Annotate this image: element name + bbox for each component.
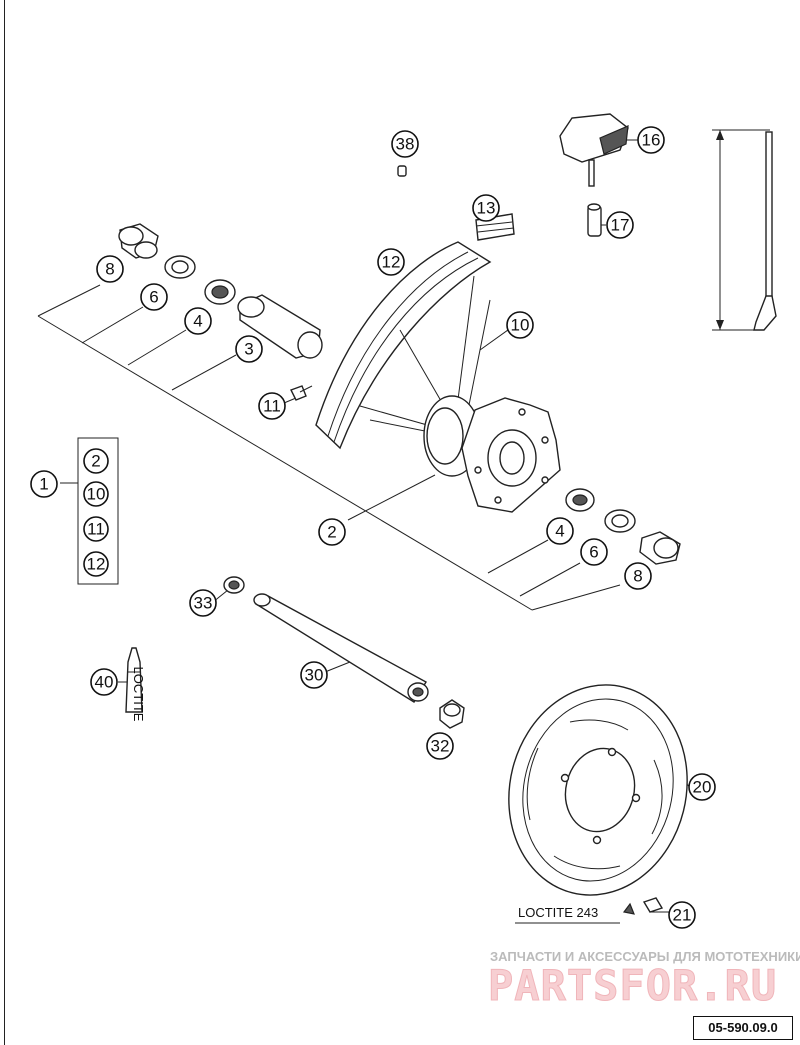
callout-6-left: 6: [140, 283, 168, 311]
loctite-bottle-text: LOCTITE: [131, 667, 146, 722]
watermark-subtitle: ЗАПЧАСТИ И АКСЕССУАРЫ ДЛЯ МОТОТЕХНИКИ: [490, 949, 800, 964]
svg-text:8: 8: [633, 567, 642, 586]
callout-11-kit: 11: [83, 516, 109, 542]
callout-40: 40: [90, 668, 118, 696]
brake-disc: [508, 684, 688, 896]
svg-text:21: 21: [673, 906, 692, 925]
svg-text:4: 4: [193, 312, 202, 331]
callout-21: 21: [668, 901, 696, 929]
svg-text:17: 17: [611, 216, 630, 235]
callout-32: 32: [426, 732, 454, 760]
loctite-bottle: [125, 647, 143, 713]
watermark-brand: PARTSFOR.RU: [488, 961, 777, 1010]
svg-text:10: 10: [87, 485, 106, 504]
callout-20: 20: [688, 773, 716, 801]
diagram-code-label: 05-590.09.0: [693, 1016, 793, 1040]
svg-text:20: 20: [693, 778, 712, 797]
spoke-length-detail: [712, 129, 777, 331]
callout-11-nipple: 11: [258, 392, 286, 420]
wheel-rim: [315, 241, 492, 450]
axle-collars: [223, 576, 465, 729]
callout-38: 38: [391, 130, 419, 158]
svg-text:12: 12: [87, 555, 106, 574]
loctite-note: LOCTITE 243: [518, 905, 598, 920]
callout-layer: 38 16 13 17 12 8 6 4 3 10 11 1 2 10 11 1…: [30, 126, 716, 929]
callout-4-left: 4: [184, 307, 212, 335]
callout-8-right: 8: [624, 562, 652, 590]
axle: [253, 593, 429, 703]
svg-text:40: 40: [95, 673, 114, 692]
svg-text:11: 11: [87, 520, 105, 539]
svg-text:13: 13: [477, 199, 496, 218]
callout-13: 13: [472, 194, 500, 222]
callout-2-kit: 2: [83, 448, 109, 474]
svg-text:2: 2: [327, 523, 336, 542]
callout-4-right: 4: [546, 517, 574, 545]
svg-text:16: 16: [642, 131, 661, 150]
callout-33: 33: [189, 589, 217, 617]
svg-text:1: 1: [39, 475, 48, 494]
svg-text:11: 11: [263, 397, 281, 416]
upper-left-bearing-group: [118, 223, 323, 359]
callout-6-right: 6: [580, 538, 608, 566]
wheel-hub: [423, 395, 561, 513]
left-border-line: [4, 0, 5, 1045]
disc-bolt: [622, 897, 664, 915]
svg-text:32: 32: [431, 737, 450, 756]
svg-text:30: 30: [305, 666, 324, 685]
svg-text:4: 4: [555, 522, 564, 541]
svg-text:6: 6: [589, 543, 598, 562]
callout-30: 30: [300, 661, 328, 689]
callout-12-rim: 12: [377, 248, 405, 276]
svg-text:3: 3: [244, 340, 253, 359]
svg-text:33: 33: [194, 594, 213, 613]
right-bearing-group: [565, 488, 681, 565]
callout-3: 3: [235, 335, 263, 363]
svg-text:38: 38: [396, 135, 415, 154]
callout-17: 17: [606, 211, 634, 239]
small-parts: [290, 113, 629, 401]
callout-2-hub: 2: [318, 518, 346, 546]
svg-text:8: 8: [105, 260, 114, 279]
callout-10-kit: 10: [83, 481, 109, 507]
callout-12-kit: 12: [83, 551, 109, 577]
svg-text:6: 6: [149, 288, 158, 307]
svg-text:2: 2: [91, 452, 100, 471]
callout-10-spoke: 10: [506, 311, 534, 339]
callout-16: 16: [637, 126, 665, 154]
callout-8-left: 8: [96, 255, 124, 283]
callout-1-kit: 1: [30, 470, 58, 498]
svg-text:12: 12: [382, 253, 401, 272]
svg-text:10: 10: [511, 316, 530, 335]
